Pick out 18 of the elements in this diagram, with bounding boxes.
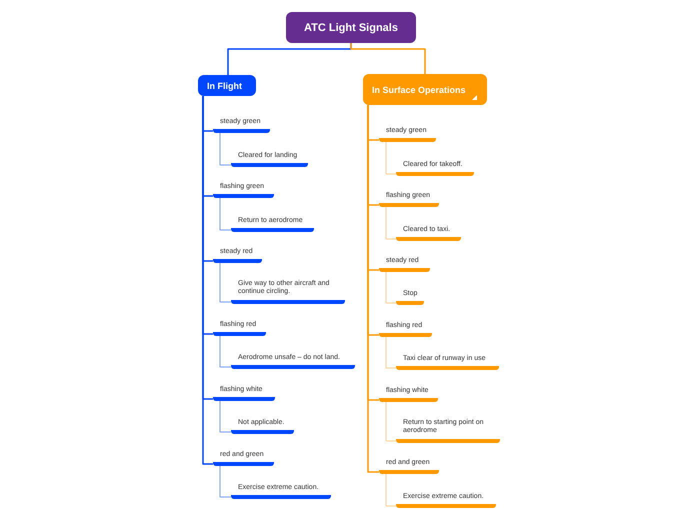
connector-line [386, 204, 396, 240]
connector-line [367, 105, 379, 473]
main-topic-box: In Surface Operations [363, 74, 487, 105]
connector-line [220, 398, 232, 432]
connector-line [202, 96, 213, 465]
connector-line [350, 43, 426, 74]
main-topic-box: In Flight [198, 75, 256, 96]
connector-line [220, 130, 232, 166]
connector-line [386, 334, 396, 368]
connector-line [220, 334, 232, 368]
connector-line [386, 270, 396, 304]
connector-line [386, 472, 396, 506]
root-topic-box: ATC Light Signals [286, 12, 416, 43]
connector-line [220, 464, 232, 498]
connector-line [386, 140, 396, 174]
connector-line [220, 196, 232, 230]
connector-line [220, 260, 232, 302]
connector-line [386, 400, 396, 442]
